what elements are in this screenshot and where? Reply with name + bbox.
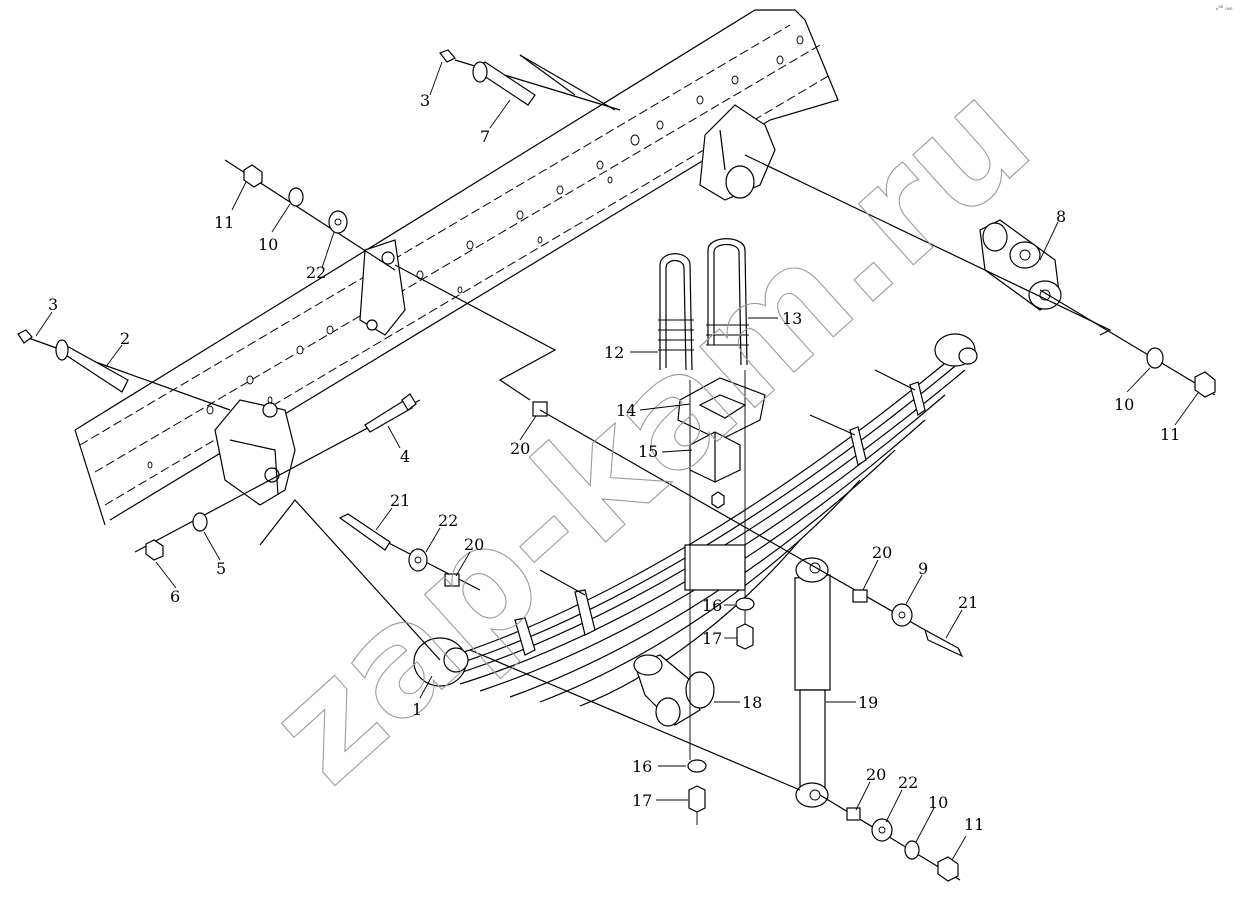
spring-shackle <box>979 219 1062 311</box>
callout-19: 19 <box>858 693 878 712</box>
fastener-chain-21 <box>338 513 481 591</box>
callout-14: 14 <box>616 401 636 420</box>
front-spring-hanger <box>214 399 296 506</box>
callout-13: 13 <box>782 309 802 328</box>
grease-fitting-3a <box>439 49 456 63</box>
callout-20-middle: 20 <box>510 439 530 458</box>
callout-22-top-left: 22 <box>306 263 326 282</box>
callout-5: 5 <box>216 559 226 578</box>
callout-10-shock-lower: 10 <box>928 793 948 812</box>
callout-3-top: 3 <box>420 91 430 110</box>
callout-3-left: 3 <box>48 295 58 314</box>
shock-absorber <box>794 557 831 808</box>
callout-8: 8 <box>1056 207 1066 226</box>
rear-spring-hanger <box>699 104 776 201</box>
fastener-chain-front <box>134 393 421 561</box>
spring-pin-2 <box>19 334 231 411</box>
u-bolt-nuts <box>687 370 755 825</box>
callout-21-shock: 21 <box>958 593 978 612</box>
callout-11-top-left: 11 <box>214 213 234 232</box>
spring-pin-7 <box>454 59 621 111</box>
callout-15: 15 <box>638 442 658 461</box>
callout-2: 2 <box>120 329 130 348</box>
spring-pad <box>677 377 766 441</box>
callout-20-shock-upper: 20 <box>872 543 892 562</box>
leader-lines <box>35 61 1199 861</box>
callout-18: 18 <box>742 693 762 712</box>
callout-6: 6 <box>170 587 180 606</box>
grease-fitting-3b <box>17 329 33 344</box>
callout-4: 4 <box>400 447 410 466</box>
callout-17-lower: 17 <box>632 791 652 810</box>
callout-11-right: 11 <box>1160 425 1180 444</box>
corner-mark: ₒ⁰⁰ ₀₀₀ <box>1216 5 1233 12</box>
watermark: zap-kam.ru <box>238 50 1063 817</box>
center-line-2 <box>394 264 557 401</box>
callout-1: 1 <box>412 700 422 719</box>
callout-22-front: 22 <box>438 511 458 530</box>
middle-spring-bracket <box>359 239 406 336</box>
fastener-chain-top-left <box>224 159 396 271</box>
callout-10-top-left: 10 <box>258 235 278 254</box>
callout-11-shock-lower: 11 <box>964 815 984 834</box>
callout-20-shock-lower: 20 <box>866 765 886 784</box>
callout-17-upper: 17 <box>702 629 722 648</box>
u-bolts <box>658 238 749 371</box>
callout-9: 9 <box>918 559 928 578</box>
callout-16-lower: 16 <box>632 757 652 776</box>
callout-labels: 3 7 11 10 22 3 2 8 12 13 14 15 20 4 10 1… <box>48 91 1180 834</box>
callout-12: 12 <box>604 343 624 362</box>
fastener-chain-shock-upper <box>819 569 964 658</box>
callout-10-right: 10 <box>1114 395 1134 414</box>
callout-22-shock-lower: 22 <box>898 773 918 792</box>
fastener-chain-shock-lower <box>819 794 961 882</box>
callout-7: 7 <box>480 127 490 146</box>
center-line-1 <box>539 409 821 571</box>
center-line-4 <box>469 649 801 791</box>
callout-20-front: 20 <box>464 535 484 554</box>
axle-pad <box>684 544 746 591</box>
center-line-3 <box>259 499 441 661</box>
fastener-chain-right <box>744 154 1216 398</box>
leaf-spring <box>413 333 978 707</box>
shock-absorber-bracket <box>633 654 715 727</box>
callout-21-front: 21 <box>390 491 410 510</box>
small-nut <box>711 491 725 509</box>
callout-16-upper: 16 <box>702 596 722 615</box>
